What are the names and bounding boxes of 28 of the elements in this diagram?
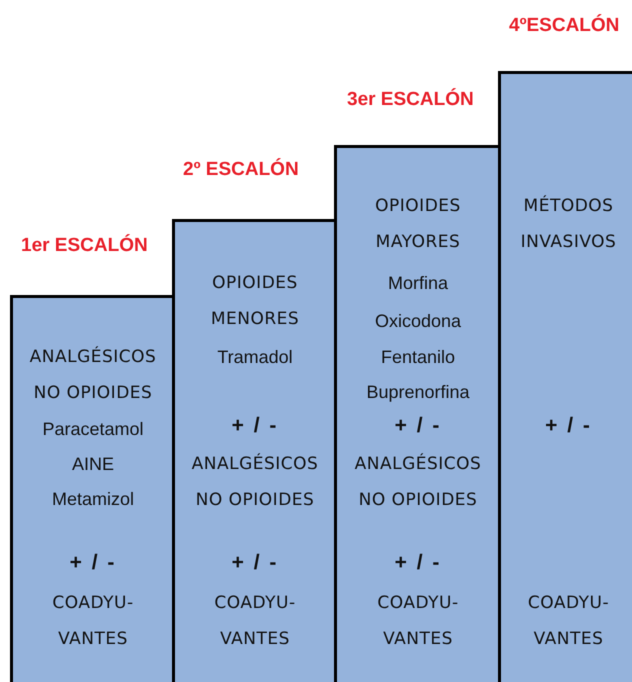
drug-name: Paracetamol xyxy=(41,418,145,441)
category-text: MÉTODOS INVASIVOS xyxy=(520,194,618,254)
category-text: COADYU- VANTES xyxy=(376,592,460,651)
category-text: OPIOIDES MAYORES xyxy=(374,195,462,254)
plus-minus-sign: + / - xyxy=(394,413,442,439)
category-text: COADYU- VANTES xyxy=(51,592,135,651)
plus-minus-sign: + / - xyxy=(68,550,118,576)
category-text: ANALGÉSICOS NO OPIOIDES xyxy=(354,452,482,512)
step-heading: 2º ESCALÓN xyxy=(183,158,299,182)
step-heading: 3er ESCALÓN xyxy=(347,88,474,112)
category-text: OPIOIDES MENORES xyxy=(210,272,300,331)
drug-name: Tramadol xyxy=(216,346,294,369)
drug-name: Fentanilo xyxy=(380,346,456,369)
drug-name: AINE xyxy=(70,453,115,476)
plus-minus-sign: + / - xyxy=(230,413,280,439)
drug-name: Metamizol xyxy=(50,488,136,511)
category-text: COADYU- VANTES xyxy=(526,592,610,651)
drug-name: Morfina xyxy=(386,272,450,295)
drug-name: Oxicodona xyxy=(374,310,462,333)
step-heading: 1er ESCALÓN xyxy=(21,234,148,258)
category-text: ANALGÉSICOS NO OPIOIDES xyxy=(190,452,320,512)
step-heading: 4ºESCALÓN xyxy=(509,14,620,38)
category-text: COADYU- VANTES xyxy=(213,592,297,651)
category-text: ANALGÉSICOS NO OPIOIDES xyxy=(28,345,158,405)
drug-name: Buprenorfina xyxy=(365,381,471,404)
plus-minus-sign: + / - xyxy=(544,413,593,439)
plus-minus-sign: + / - xyxy=(230,550,280,576)
plus-minus-sign: + / - xyxy=(394,550,442,576)
